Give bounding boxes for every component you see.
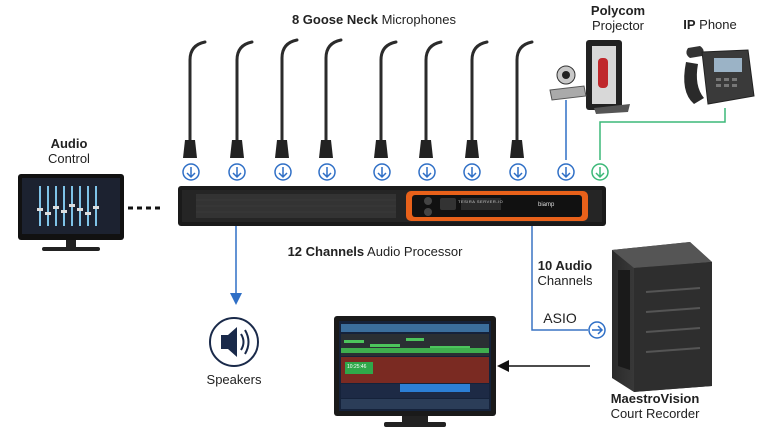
ip-phone-label-bold: IP bbox=[683, 17, 696, 32]
microphone-1 bbox=[183, 40, 207, 158]
microphone-6 bbox=[419, 40, 443, 158]
input-arrow-icon bbox=[182, 163, 200, 181]
processor-label-rest: Audio Processor bbox=[364, 244, 463, 259]
ip-phone bbox=[684, 46, 755, 105]
input-arrow-icon bbox=[463, 163, 481, 181]
processor-maker-text: biamp bbox=[538, 202, 555, 208]
input-arrows bbox=[182, 163, 609, 181]
microphone-4 bbox=[319, 38, 343, 158]
microphone-2 bbox=[230, 40, 254, 158]
recorder-label: MaestroVision Court Recorder bbox=[585, 391, 725, 421]
input-arrow-icon bbox=[591, 163, 609, 181]
asio-label: ASIO bbox=[543, 310, 577, 326]
audio-control-label: Audio Control bbox=[34, 136, 104, 166]
recorder-label-rest: Court Recorder bbox=[610, 406, 700, 421]
asio-arrow-icon bbox=[588, 321, 606, 339]
audio-channels-label: 10 Audio Channels bbox=[520, 258, 610, 288]
input-arrow-icon bbox=[509, 163, 527, 181]
microphone-5 bbox=[374, 40, 398, 158]
input-arrow-icon bbox=[557, 163, 575, 181]
input-arrow-icon bbox=[274, 163, 292, 181]
ip-phone-label-rest: Phone bbox=[695, 17, 737, 32]
audio-channels-label-rest: Channels bbox=[537, 273, 593, 288]
gooseneck-microphones bbox=[183, 38, 534, 158]
recorder-label-bold: MaestroVision bbox=[610, 391, 700, 406]
input-arrow-icon bbox=[373, 163, 391, 181]
recorder-monitor bbox=[334, 316, 496, 427]
audio-channels-label-bold: 10 Audio bbox=[537, 258, 593, 273]
recorder-tower bbox=[612, 242, 712, 392]
input-arrow-icon bbox=[318, 163, 336, 181]
polycom-projector bbox=[549, 40, 630, 114]
microphones-title: 8 Goose Neck Microphones bbox=[234, 12, 514, 27]
polycom-label-rest: Projector bbox=[591, 18, 645, 33]
speaker-icon bbox=[209, 317, 259, 367]
processor-model-text: TESIRA SERVER-IO bbox=[458, 199, 503, 204]
microphone-8 bbox=[510, 40, 534, 158]
audio-control-label-bold: Audio bbox=[50, 136, 88, 151]
audio-control-label-rest: Control bbox=[48, 151, 90, 166]
audio-control-monitor bbox=[18, 174, 124, 251]
input-arrow-icon bbox=[418, 163, 436, 181]
polycom-label: Polycom Projector bbox=[568, 3, 668, 33]
input-arrow-icon bbox=[228, 163, 246, 181]
ip-phone-label: IP Phone bbox=[670, 17, 750, 32]
asio-link bbox=[531, 226, 588, 331]
audio-processor bbox=[178, 186, 606, 226]
microphones-title-rest: Microphones bbox=[377, 12, 457, 27]
microphones-title-bold: 8 Goose Neck bbox=[291, 12, 378, 27]
screen-timestamp: 10:25:46 bbox=[347, 364, 367, 370]
ip-phone-link bbox=[599, 108, 726, 160]
polycom-label-bold: Polycom bbox=[590, 3, 646, 18]
microphone-3 bbox=[275, 38, 299, 158]
processor-brand: TESIRA bbox=[458, 199, 476, 204]
processor-label: 12 Channels Audio Processor bbox=[250, 244, 500, 259]
speakers-label: Speakers bbox=[206, 372, 262, 387]
processor-model: SERVER-IO bbox=[476, 199, 504, 204]
microphone-7 bbox=[465, 40, 489, 158]
processor-label-bold: 12 Channels bbox=[287, 244, 365, 259]
